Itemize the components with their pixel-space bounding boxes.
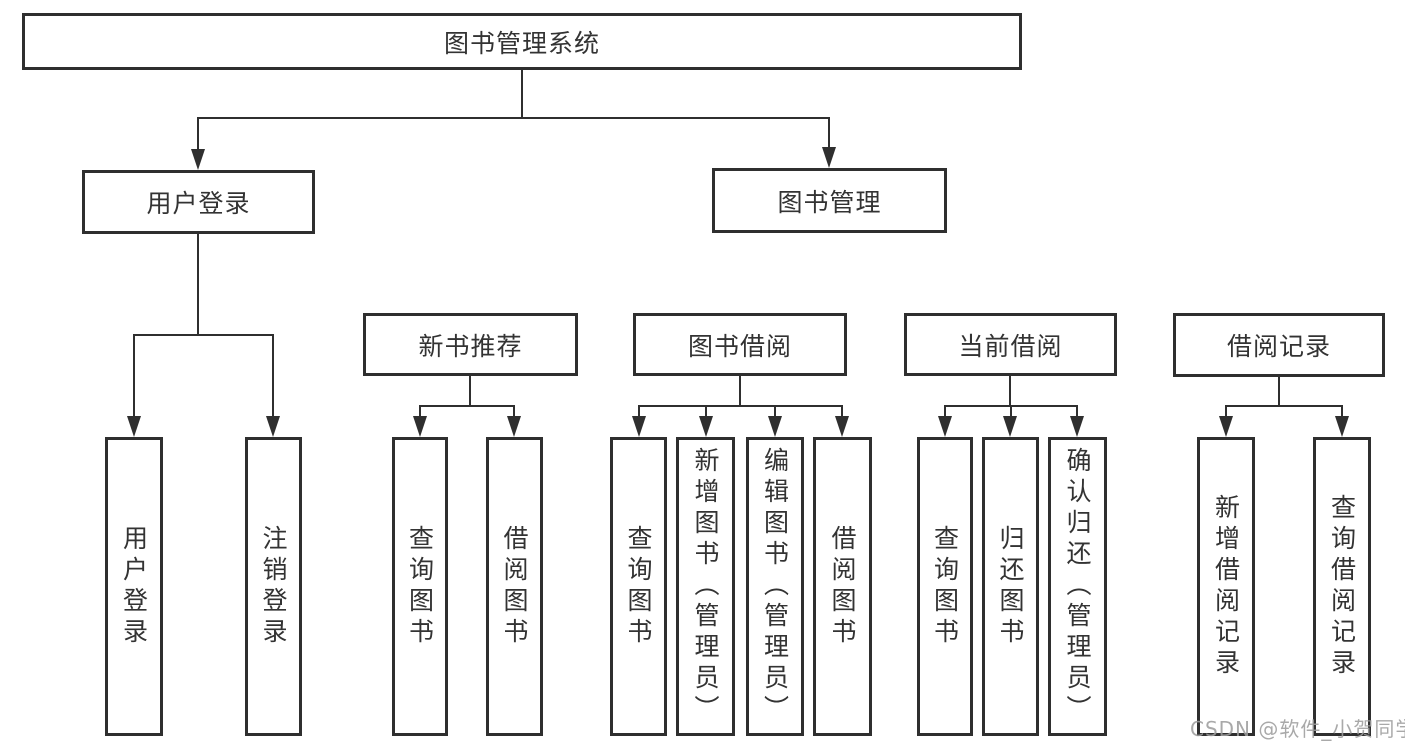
arrow-down-icon	[1335, 416, 1349, 437]
connector-line	[739, 376, 741, 407]
arrow-down-icon	[768, 416, 782, 437]
connector-line	[1341, 405, 1343, 417]
node-book-borrowing: 图书借阅	[633, 313, 847, 376]
connector-line	[841, 405, 843, 417]
node-new-book-recommend: 新书推荐	[363, 313, 578, 376]
leaf-return-books: 归还图书	[982, 437, 1039, 736]
arrow-down-icon	[632, 416, 646, 437]
connector-line	[638, 405, 843, 407]
connector-line	[944, 405, 946, 417]
connector-line	[469, 376, 471, 407]
connector-line	[197, 117, 830, 119]
arrow-down-icon	[822, 147, 836, 168]
node-current-borrowing: 当前借阅	[904, 313, 1117, 376]
arrow-down-icon	[699, 416, 713, 437]
connector-line	[1278, 377, 1280, 407]
watermark: CSDN @软件_小贺同学	[1190, 717, 1405, 741]
leaf-query-borrow-record: 查询借阅记录	[1313, 437, 1371, 736]
connector-line	[419, 405, 515, 407]
connector-line	[133, 334, 135, 416]
leaf-user-login: 用户登录	[105, 437, 163, 736]
connector-line	[419, 405, 421, 417]
arrow-down-icon	[835, 416, 849, 437]
connector-line	[1225, 405, 1227, 417]
leaf-query-books-borrowing: 查询图书	[610, 437, 667, 736]
connector-line	[197, 234, 199, 335]
connector-line	[272, 334, 274, 416]
connector-line	[521, 70, 523, 118]
node-user-login: 用户登录	[82, 170, 315, 234]
connector-line	[828, 117, 830, 148]
leaf-add-borrow-record: 新增借阅记录	[1197, 437, 1255, 736]
node-root: 图书管理系统	[22, 13, 1022, 70]
node-book-management: 图书管理	[712, 168, 947, 233]
connector-line	[1076, 405, 1078, 417]
connector-line	[197, 117, 199, 150]
leaf-add-books-admin: 新增图书（管理员）	[676, 437, 735, 736]
leaf-logout: 注销登录	[245, 437, 302, 736]
leaf-borrow-books-recommend: 借阅图书	[486, 437, 543, 736]
connector-line	[705, 405, 707, 417]
leaf-query-books-current: 查询图书	[917, 437, 973, 736]
connector-line	[513, 405, 515, 417]
connector-line	[1010, 405, 1012, 417]
leaf-confirm-return-admin: 确认归还（管理员）	[1048, 437, 1107, 736]
arrow-down-icon	[266, 416, 280, 437]
arrow-down-icon	[127, 416, 141, 437]
arrow-down-icon	[413, 416, 427, 437]
arrow-down-icon	[507, 416, 521, 437]
connector-line	[1009, 376, 1011, 407]
arrow-down-icon	[1219, 416, 1233, 437]
leaf-query-books-recommend: 查询图书	[392, 437, 448, 736]
connector-line	[638, 405, 640, 417]
arrow-down-icon	[938, 416, 952, 437]
leaf-edit-books-admin: 编辑图书（管理员）	[746, 437, 804, 736]
node-borrowing-records: 借阅记录	[1173, 313, 1385, 377]
connector-line	[774, 405, 776, 417]
arrow-down-icon	[191, 149, 205, 170]
arrow-down-icon	[1070, 416, 1084, 437]
arrow-down-icon	[1003, 416, 1017, 437]
connector-line	[133, 334, 274, 336]
connector-line	[1225, 405, 1343, 407]
leaf-borrow-books-borrowing: 借阅图书	[813, 437, 872, 736]
